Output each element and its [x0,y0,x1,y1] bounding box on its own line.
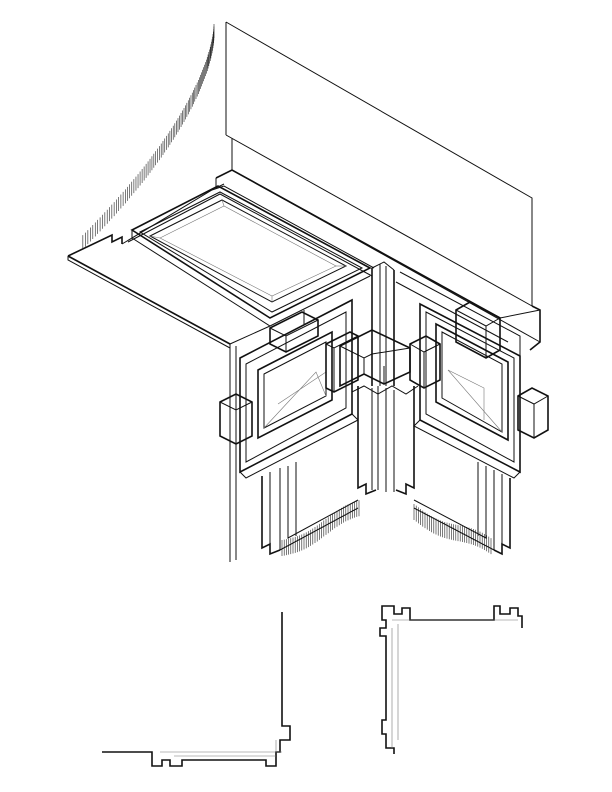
plan-section-left [102,612,291,767]
plan-section-right [379,605,523,754]
recessed-panel [67,185,375,349]
wall-cornice [215,21,541,351]
window-pier [219,261,549,562]
hatching-left-wall [82,24,215,250]
hatching-pier-base-right [413,504,492,555]
